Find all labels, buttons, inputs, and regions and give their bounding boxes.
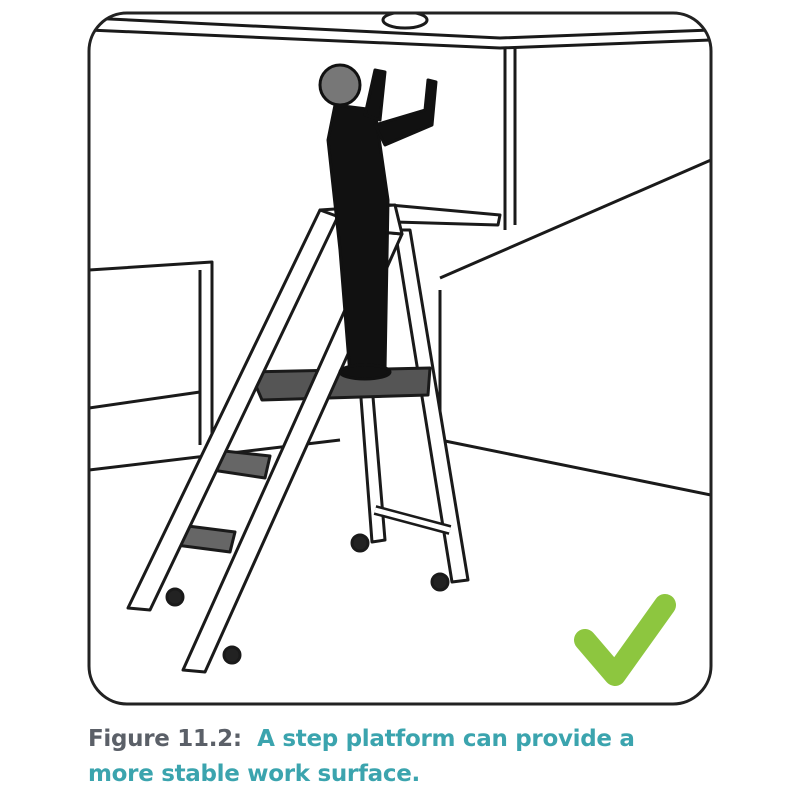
check-icon bbox=[574, 594, 676, 686]
illustration-frame bbox=[87, 11, 713, 706]
step-platform-illustration bbox=[87, 11, 713, 706]
caption-text-line2: more stable work surface. bbox=[88, 761, 420, 787]
figure-caption: Figure 11.2: A step platform can provide… bbox=[88, 722, 768, 792]
worker-figure bbox=[318, 63, 438, 381]
caption-text-line1: A step platform can provide a bbox=[257, 726, 635, 752]
room-background bbox=[89, 16, 711, 497]
ceiling-fixture bbox=[381, 13, 429, 30]
figure-label: Figure 11.2: bbox=[88, 726, 242, 752]
